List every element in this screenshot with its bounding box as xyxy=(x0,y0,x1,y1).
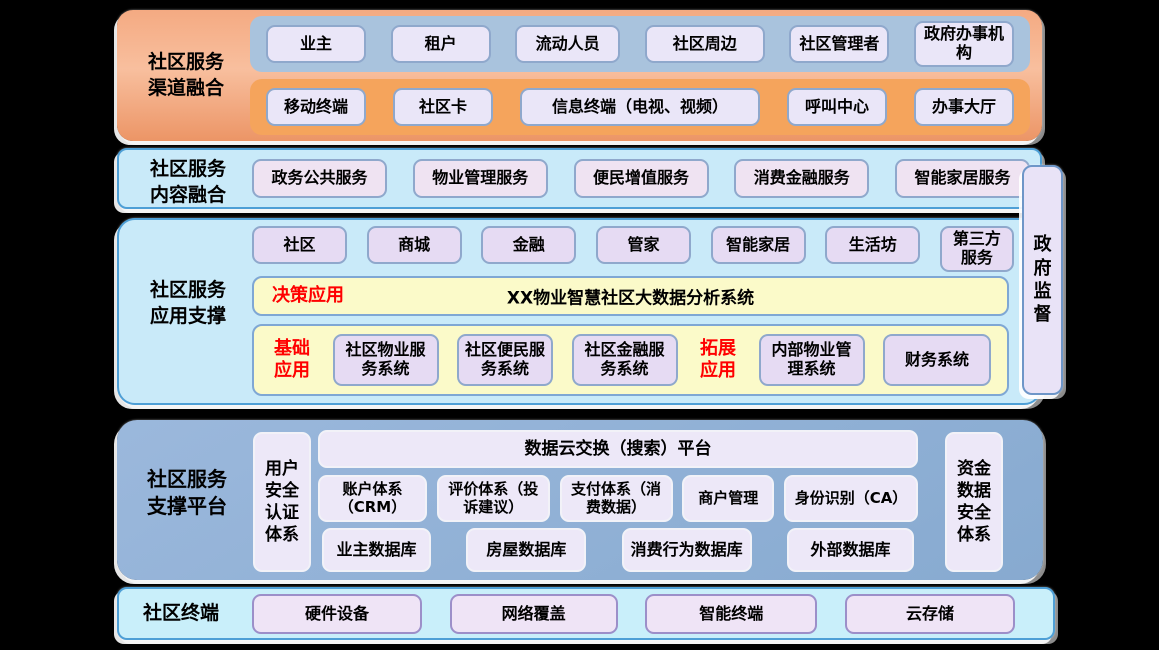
diagram-box-house-database: 房屋数据库 xyxy=(466,528,587,572)
diagram-box-owner-database: 业主数据库 xyxy=(322,528,431,572)
diagram-box-property-system: 社区物业服务系统 xyxy=(332,334,439,386)
diagram-box-external-database: 外部数据库 xyxy=(786,528,914,572)
user-security-auth-pillar: 用户安全认证体系 xyxy=(253,432,311,572)
diagram-box-smart-home-app: 智能家居 xyxy=(710,226,806,264)
diagram-box-life-app: 生活坊 xyxy=(825,226,921,264)
channel-users-strip: 业主 租户 流动人员 社区周边 社区管理者 政府办事机构 xyxy=(250,16,1030,72)
diagram-box-mobile-terminal: 移动终端 xyxy=(266,88,366,126)
diagram-box-third-party-app: 第三方服务 xyxy=(939,226,1014,272)
diagram-box-account-system: 账户体系（CRM） xyxy=(318,475,427,522)
diagram-box-finance-system: 社区金融服务系统 xyxy=(571,334,678,386)
platform-section-label: 社区服务支撑平台 xyxy=(147,467,227,518)
terminal-items-row: 硬件设备 网络覆盖 智能终端 云存储 xyxy=(252,594,1015,634)
fund-data-security-pillar: 资金数据安全体系 xyxy=(945,432,1003,572)
channel-terminals-strip: 移动终端 社区卡 信息终端（电视、视频） 呼叫中心 办事大厅 xyxy=(250,79,1030,135)
diagram-box-community-manager: 社区管理者 xyxy=(789,25,890,63)
diagram-box-evaluation-system: 评价体系（投诉建议） xyxy=(436,475,550,522)
data-cloud-exchange-bar: 数据云交换（搜索）平台 xyxy=(318,430,918,468)
diagram-box-community-card: 社区卡 xyxy=(393,88,493,126)
diagram-box-merchant-management: 商户管理 xyxy=(682,475,775,522)
diagram-box-network-coverage: 网络覆盖 xyxy=(449,594,618,634)
decision-application-bar: 决策应用 XX物业智慧社区大数据分析系统 xyxy=(252,276,1009,316)
decision-application-label: 决策应用 xyxy=(272,285,344,307)
government-supervision-bar: 政府监督 xyxy=(1022,165,1063,395)
diagram-box-finance-service: 消费金融服务 xyxy=(734,159,870,198)
diagram-box-service-hall: 办事大厅 xyxy=(914,88,1014,126)
big-data-system-title: XX物业智慧社区大数据分析系统 xyxy=(506,288,755,309)
section-community-terminal: 社区终端 硬件设备 网络覆盖 智能终端 云存储 xyxy=(117,587,1055,640)
section-application-support: 社区服务应用支撑 社区 商城 金融 管家 智能家居 生活坊 第三方服务 决策应用… xyxy=(117,218,1042,405)
diagram-box-convenience-system: 社区便民服务系统 xyxy=(457,334,553,386)
section-channel-integration: 社区服务渠道融合 业主 租户 流动人员 社区周边 社区管理者 政府办事机构 移动… xyxy=(117,10,1042,141)
diagram-box-property-service: 物业管理服务 xyxy=(412,159,548,198)
content-section-label: 社区服务内容融合 xyxy=(149,158,226,206)
diagram-box-consumption-database: 消费行为数据库 xyxy=(621,528,752,572)
base-extension-systems-bar: 基础应用 社区物业服务系统 社区便民服务系统 社区金融服务系统 拓展应用 内部物… xyxy=(252,324,1009,396)
diagram-box-info-terminal: 信息终端（电视、视频） xyxy=(520,88,760,126)
platform-databases-row: 业主数据库 房屋数据库 消费行为数据库 外部数据库 xyxy=(318,528,918,572)
diagram-box-convenience-service: 便民增值服务 xyxy=(573,159,709,198)
content-services-row: 政务公共服务 物业管理服务 便民增值服务 消费金融服务 智能家居服务 xyxy=(252,159,1030,198)
extension-application-label: 拓展应用 xyxy=(700,338,736,381)
diagram-box-hardware: 硬件设备 xyxy=(252,594,422,634)
diagram-box-tenant: 租户 xyxy=(390,25,491,63)
diagram-box-financial-system: 财务系统 xyxy=(883,334,991,386)
diagram-box-identity-ca: 身份识别（CA） xyxy=(784,475,918,522)
section-support-platform: 社区服务支撑平台 用户安全认证体系 数据云交换（搜索）平台 账户体系（CRM） … xyxy=(117,420,1043,580)
diagram-box-cloud-storage: 云存储 xyxy=(844,594,1015,634)
base-application-label: 基础应用 xyxy=(274,338,310,381)
diagram-box-smart-terminal: 智能终端 xyxy=(645,594,818,634)
diagram-box-finance-app: 金融 xyxy=(481,226,577,264)
diagram-box-owner: 业主 xyxy=(266,25,366,63)
diagram-box-internal-property-system: 内部物业管理系统 xyxy=(758,334,865,386)
section-content-integration: 社区服务内容融合 政务公共服务 物业管理服务 便民增值服务 消费金融服务 智能家… xyxy=(117,148,1042,209)
diagram-box-mall-app: 商城 xyxy=(366,226,462,264)
terminal-section-label: 社区终端 xyxy=(143,601,220,624)
diagram-box-payment-system: 支付体系（消费数据） xyxy=(559,475,673,522)
diagram-box-community-app: 社区 xyxy=(252,226,347,264)
application-apps-row: 社区 商城 金融 管家 智能家居 生活坊 第三方服务 xyxy=(252,226,1014,272)
platform-services-row: 账户体系（CRM） 评价体系（投诉建议） 支付体系（消费数据） 商户管理 身份识… xyxy=(318,475,918,522)
diagram-box-butler-app: 管家 xyxy=(595,226,691,264)
diagram-box-government-agency: 政府办事机构 xyxy=(913,21,1014,67)
diagram-box-community-surrounding: 社区周边 xyxy=(644,25,765,63)
diagram-box-call-center: 呼叫中心 xyxy=(787,88,887,126)
application-section-label: 社区服务应用支撑 xyxy=(149,279,226,327)
diagram-box-floating-population: 流动人员 xyxy=(515,25,621,63)
diagram-box-smart-home-service: 智能家居服务 xyxy=(895,159,1030,198)
diagram-box-public-service: 政务公共服务 xyxy=(252,159,387,198)
channel-section-label: 社区服务渠道融合 xyxy=(147,51,224,99)
